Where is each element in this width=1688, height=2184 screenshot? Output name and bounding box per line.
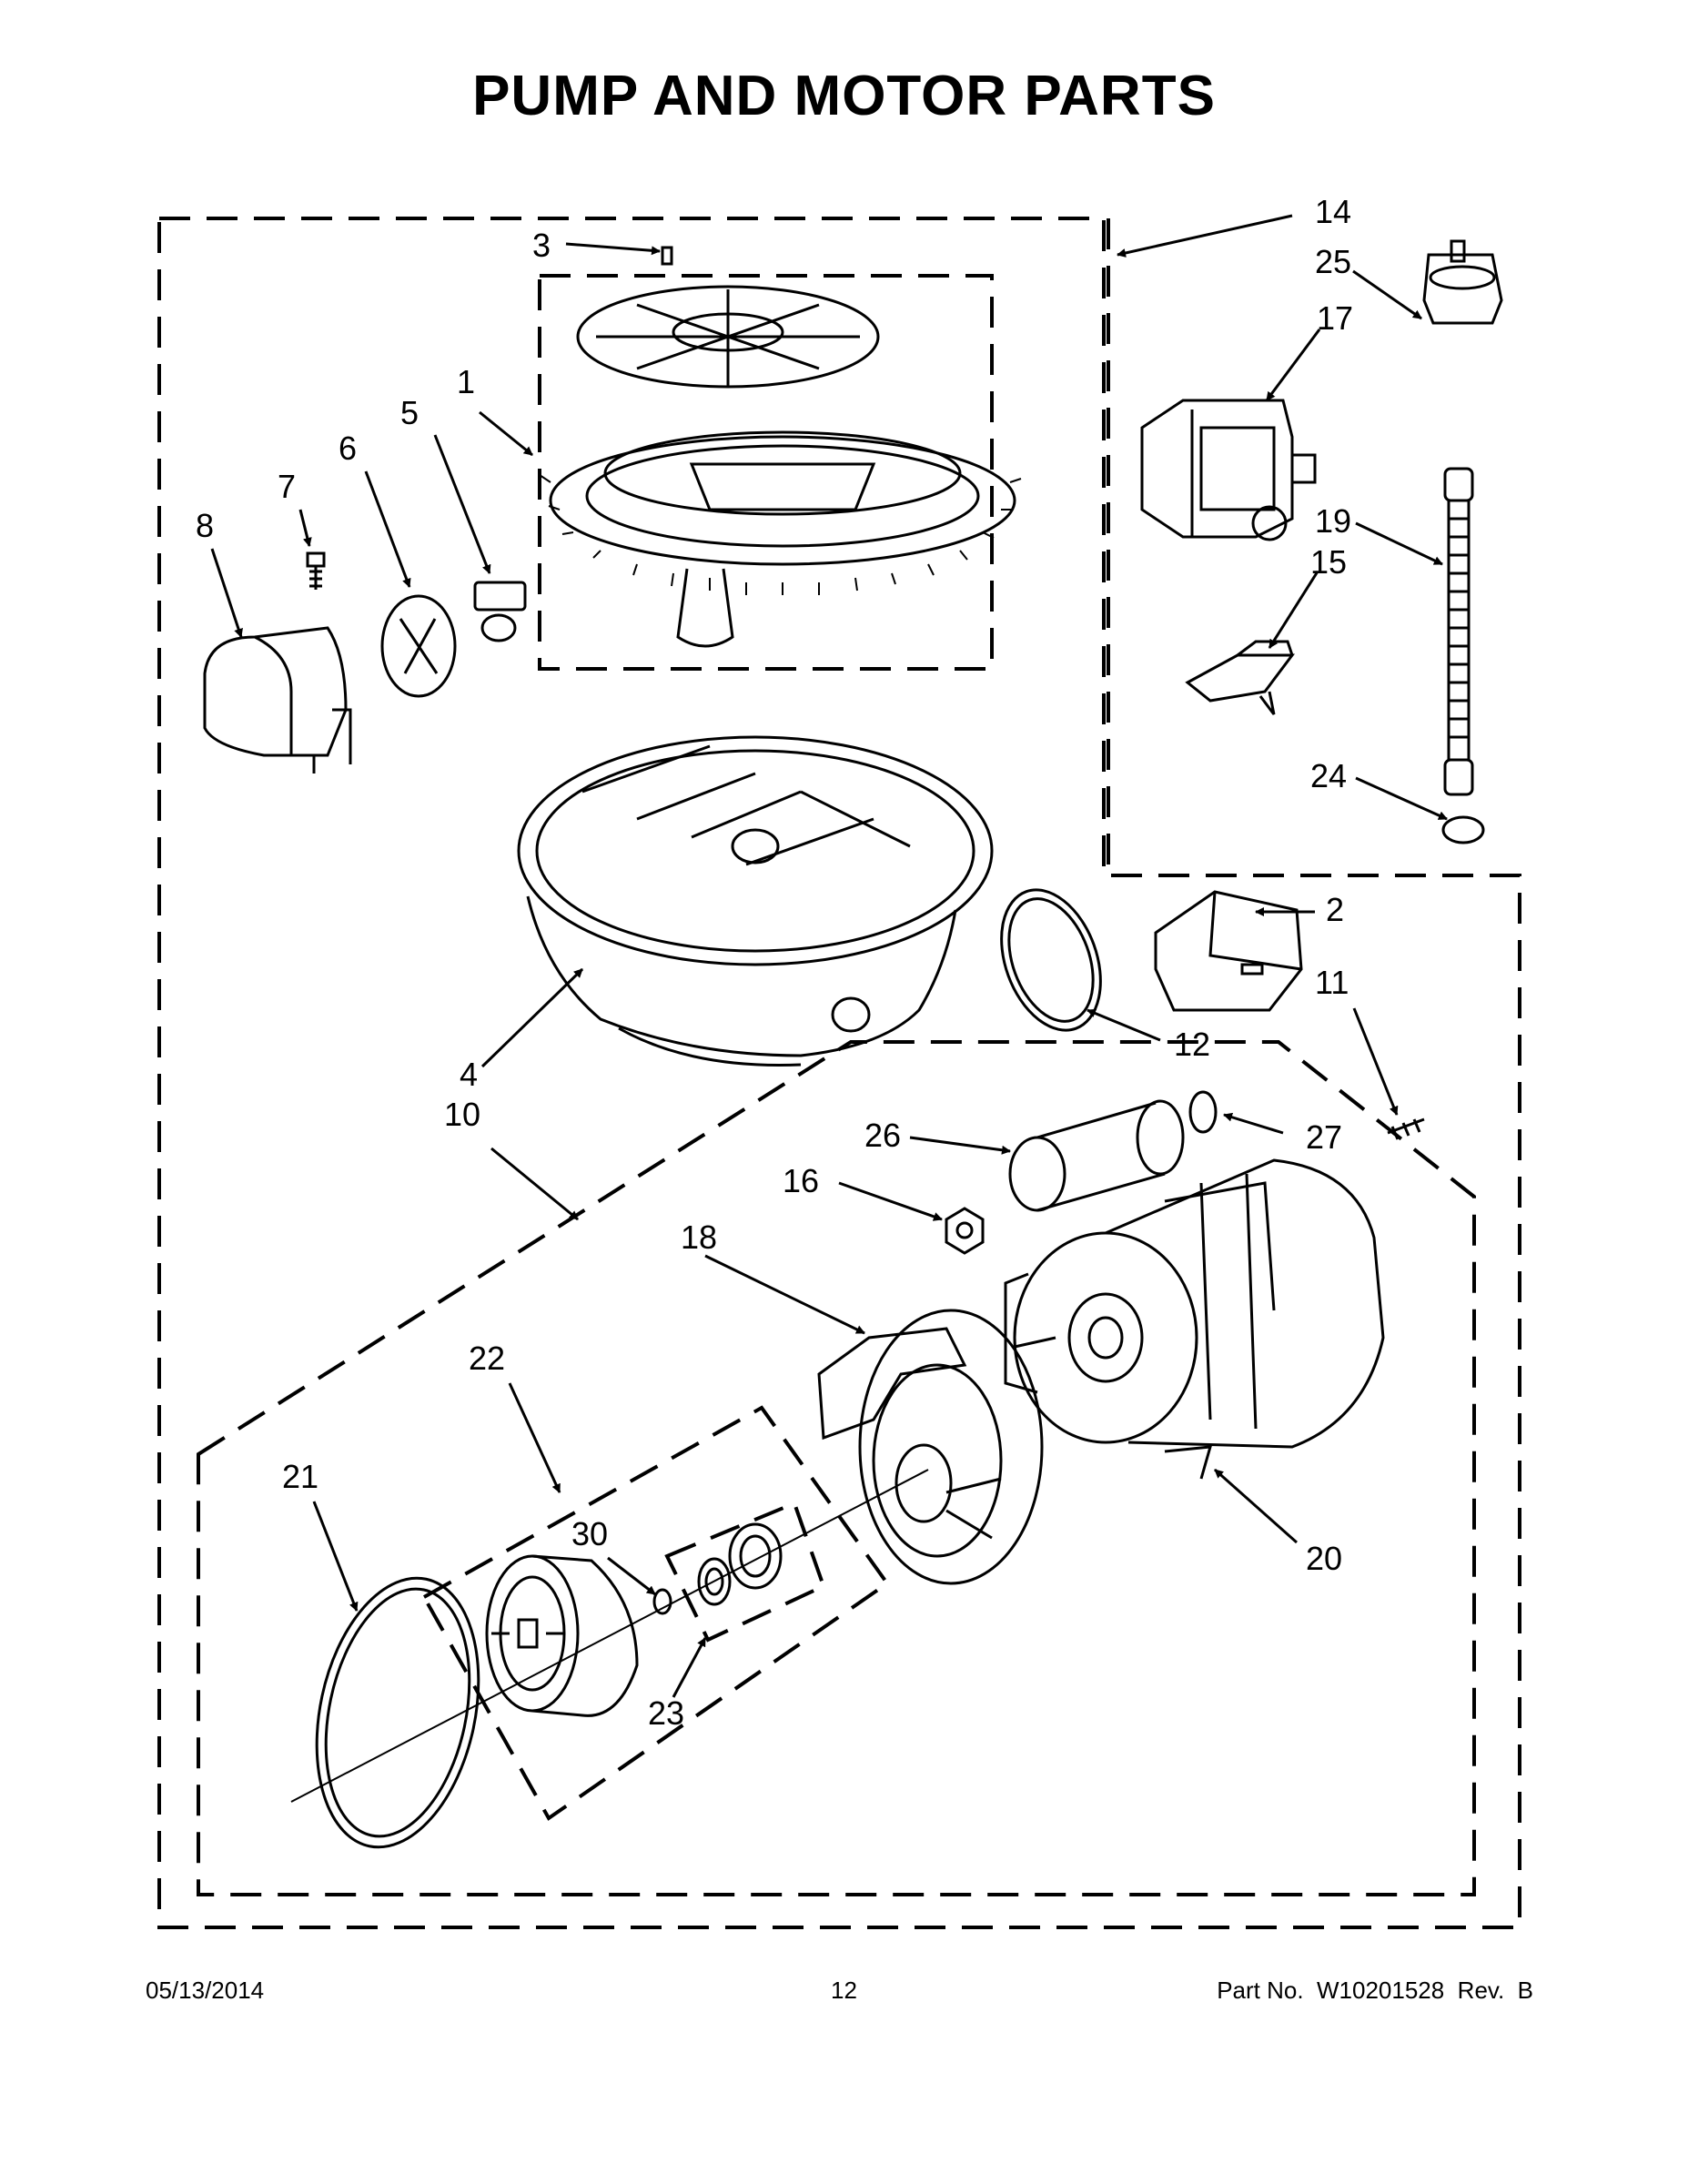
leader-15 [1268,571,1319,649]
leader-20 [1214,1468,1298,1544]
callout-12: 12 [1174,1026,1210,1063]
filter-group-boundary [538,274,994,671]
page-title: PUMP AND MOTOR PARTS [472,65,1216,127]
callout-24: 24 [1310,757,1347,794]
seal-23-part [697,1522,783,1606]
leader-16 [838,1181,943,1221]
leader-11 [1352,1007,1399,1116]
washer-30-part [652,1588,672,1615]
diverter-motor-part [203,626,352,774]
callout-22: 22 [469,1340,505,1377]
callout-6: 6 [339,430,357,467]
nut-part [945,1207,985,1255]
callout-17: 17 [1317,299,1353,337]
callout-10: 10 [444,1096,480,1133]
turbidity-sensor-part [1422,239,1503,325]
leader-17 [1265,329,1321,401]
chopper-blade-part [380,594,457,698]
screw-11-part [1387,1117,1425,1140]
footer-part-number: Part No. W10201528 Rev. B [1217,1977,1533,2004]
motor-group-boundary [197,1040,1476,1896]
leader-22 [508,1382,561,1493]
callout-27: 27 [1306,1118,1342,1156]
leader-3 [565,242,661,256]
callout-14: 14 [1315,193,1351,230]
callout-23: 23 [648,1694,684,1732]
leader-10 [490,1147,579,1221]
leader-30 [607,1556,656,1596]
leader-27 [1223,1112,1284,1135]
leader-6 [364,470,411,588]
leader-5 [433,434,491,574]
leader-4 [480,967,584,1068]
clip-part [473,581,527,642]
footer-page-number: 12 [831,1977,857,2004]
outer-boundary [157,217,1521,1929]
gasket-12-part [1000,888,1102,1032]
seal-group-boundary [664,1501,826,1643]
callout-2: 2 [1326,891,1344,928]
motor-part [1004,1158,1385,1480]
leader-21 [312,1501,359,1612]
capacitor-part [1008,1099,1185,1212]
leader-18 [704,1254,865,1335]
callout-25: 25 [1315,243,1351,280]
callout-3: 3 [532,227,551,264]
callout-15: 15 [1310,543,1347,581]
leader-8 [210,548,243,638]
leader-26 [909,1136,1011,1155]
impeller-part [485,1554,639,1717]
callout-18: 18 [681,1218,717,1256]
callout-21: 21 [282,1458,318,1495]
leader-1 [479,410,533,457]
shaft-axis-line [290,1469,929,1803]
hose-part [1443,467,1474,796]
leader-24 [1355,776,1448,821]
impeller-group-boundary [421,1405,890,1821]
callout-16: 16 [783,1162,819,1199]
leader-19 [1355,521,1443,566]
label-27-part [1188,1090,1218,1134]
leader-14 [1117,214,1293,258]
leader-7 [298,509,312,547]
callout-labels: 1 2 3 4 5 6 7 8 10 11 12 14 15 16 17 18 … [196,193,1353,1732]
gasket-21-part [315,1576,480,1849]
drain-pump-part [1140,399,1317,541]
callout-26: 26 [864,1117,901,1154]
callout-4: 4 [460,1056,478,1093]
pump-housing-part [817,1309,1044,1585]
callout-11: 11 [1315,964,1349,1001]
leader-25 [1352,269,1422,320]
callout-1: 1 [457,363,475,400]
callout-19: 19 [1315,502,1351,540]
bracket-15-part [1185,640,1295,715]
leader-23 [672,1637,707,1698]
filter-cover-part [576,246,880,389]
filter-assembly-part [539,430,1022,648]
pump-sump-part [517,735,994,1067]
callout-7: 7 [278,468,296,505]
leader-12 [1087,1008,1161,1042]
callout-30: 30 [571,1515,608,1552]
block-2-part [1154,890,1303,1012]
footer-date: 05/13/2014 [146,1977,265,2004]
callout-8: 8 [196,507,214,544]
callout-5: 5 [400,394,419,431]
hose-clamp-part [1441,815,1485,844]
callout-20: 20 [1306,1540,1342,1577]
screw-7-part [306,551,326,590]
